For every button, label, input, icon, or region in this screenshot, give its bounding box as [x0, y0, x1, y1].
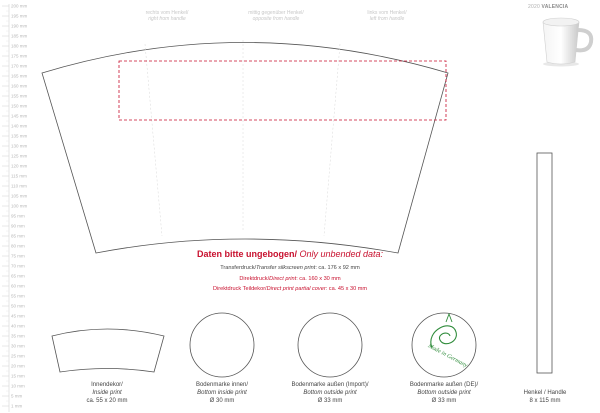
ruler-label: 45 mm [11, 314, 25, 319]
ruler-label: 135 mm [11, 134, 28, 139]
ruler-label: 85 mm [11, 234, 25, 239]
mug-wrap-template-outline [41, 42, 449, 254]
inside-print-shape [51, 328, 165, 373]
ruler-label: 140 mm [11, 124, 28, 129]
ruler-label: 80 mm [11, 244, 25, 249]
data-title: Daten bitte ungebogen/ Only unbended dat… [196, 249, 384, 259]
ruler-label: 60 mm [11, 284, 25, 289]
bottom-outside-import-circle [297, 312, 363, 378]
ruler-label: 70 mm [11, 264, 25, 269]
ruler-label: 10 mm [11, 384, 25, 389]
ruler-label: 15 mm [11, 374, 25, 379]
bottom-inside-circle [189, 312, 255, 378]
ruler-label: 180 mm [11, 44, 28, 49]
ruler-label: 25 mm [11, 354, 25, 359]
mug-product-image [542, 17, 594, 67]
ruler-label: 125 mm [11, 154, 28, 159]
ruler-label: 195 mm [11, 14, 28, 19]
ruler-label: 145 mm [11, 114, 28, 119]
handle-position-guides [144, 40, 341, 237]
ruler-label: 200 mm [11, 4, 28, 9]
ruler-label: 5 mm [11, 394, 23, 399]
ruler-label: 110 mm [11, 184, 27, 189]
ruler-label: 105 mm [11, 194, 28, 199]
ruler-label: 50 mm [11, 304, 25, 309]
ruler-label: 40 mm [11, 324, 25, 329]
spec-transfer: Transferdruck/Transfer silkscreen print:… [220, 265, 360, 271]
svg-text:right from handle: right from handle [148, 16, 186, 22]
ruler-label: 150 mm [11, 104, 28, 109]
ruler-label: 165 mm [11, 74, 28, 79]
ruler-label: 95 mm [11, 214, 25, 219]
svg-text:left from handle: left from handle [370, 16, 405, 22]
handle-hint-left: rechts vom Henkel/ right from handle [146, 10, 189, 22]
ruler-label: 30 mm [11, 344, 25, 349]
ruler-label: 115 mm [11, 174, 27, 179]
ruler-label: 75 mm [11, 254, 25, 259]
ruler-label: 1 mm [11, 404, 23, 409]
spec-direct: Direktdruck/Direct print: ca. 160 x 30 m… [239, 276, 341, 282]
ruler-label: 90 mm [11, 224, 25, 229]
svg-text:opposite from handle: opposite from handle [253, 16, 300, 22]
made-in-germany-stamp: Made in Germany [426, 312, 469, 369]
bottom-outside-de-circle [411, 312, 477, 378]
caption-bottom-outside-import: Bodenmarke außen (Import)/Bottom outside… [291, 382, 369, 404]
handle-hint-right: links vom Henkel/ left from handle [367, 10, 407, 22]
ruler-label: 155 mm [11, 94, 28, 99]
ruler-label: 185 mm [11, 34, 28, 39]
svg-text:links vom Henkel/: links vom Henkel/ [367, 10, 407, 16]
spec-direct-partial: Direktdruck Teildekor/Direct print parti… [212, 286, 368, 292]
ruler-label: 160 mm [11, 84, 28, 89]
ruler-label: 170 mm [11, 64, 28, 69]
direct-print-area [118, 60, 447, 121]
brand-label: 2020 VALENCIA [528, 4, 569, 10]
caption-bottom-outside-de: Bodenmarke außen (DE)/Bottom outside pri… [409, 382, 479, 404]
ruler-label: 35 mm [11, 334, 25, 339]
ruler-label: 65 mm [11, 274, 25, 279]
stamp-text: Made in Germany [426, 343, 469, 369]
svg-text:rechts vom Henkel/: rechts vom Henkel/ [146, 10, 189, 16]
ruler-label: 55 mm [11, 294, 25, 299]
ruler-label: 20 mm [11, 364, 25, 369]
ruler-label: 100 mm [11, 204, 28, 209]
mm-ruler: 200 mm 195 mm 190 mm 185 mm 180 mm 175 mm 170 … [2, 4, 28, 412]
ruler-label: 120 mm [11, 164, 28, 169]
handle-hint-center: mittig gegenüber Henkel/ opposite from h… [248, 10, 304, 22]
handle-print-area [536, 152, 553, 374]
svg-text:mittig gegenüber Henkel/: mittig gegenüber Henkel/ [248, 10, 304, 16]
ruler-label: 175 mm [11, 54, 28, 59]
ruler-label: 130 mm [11, 144, 28, 149]
ruler-label: 190 mm [11, 24, 28, 29]
